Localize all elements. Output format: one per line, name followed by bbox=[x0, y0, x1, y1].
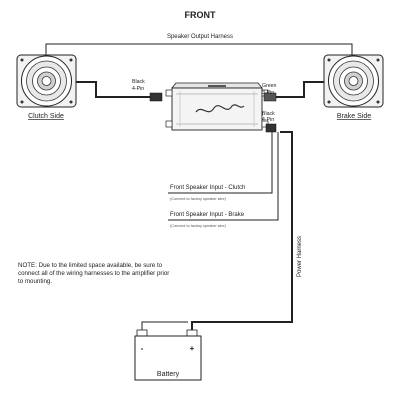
right-connector-color: Black bbox=[262, 111, 275, 117]
clutch-speaker-harness bbox=[76, 81, 150, 98]
left-connector-pins: 4-Pin bbox=[132, 86, 144, 92]
black-4pin-right-connector bbox=[265, 123, 277, 133]
ground-wire bbox=[141, 321, 188, 334]
note-line-3: to mounting. bbox=[18, 278, 52, 285]
front-speaker-input-clutch-label: Front Speaker Input - Clutch bbox=[170, 185, 245, 191]
note-line-1: NOTE: Due to the limited space available… bbox=[18, 262, 163, 269]
clutch-side-speaker bbox=[16, 54, 77, 108]
note-line-2: connect all of the wiring harnesses to t… bbox=[18, 270, 169, 277]
diagram-title: FRONT bbox=[185, 10, 216, 20]
brake-speaker-harness bbox=[276, 81, 324, 98]
green-3pin-connector bbox=[263, 92, 277, 102]
brake-side-label: Brake Side bbox=[337, 113, 371, 120]
black-4pin-left-connector bbox=[149, 92, 163, 102]
speaker-output-harness-wire bbox=[45, 43, 353, 56]
battery-negative: - bbox=[141, 344, 144, 353]
front-speaker-input-brake-sub: (Connect to factory speaker wire) bbox=[170, 224, 227, 228]
front-speaker-input-brake-label: Front Speaker Input - Brake bbox=[170, 212, 245, 218]
clutch-side-label: Clutch Side bbox=[28, 113, 64, 120]
front-speaker-input-clutch-sub: (Connect to factory speaker wire) bbox=[170, 197, 227, 201]
right-connector-pins: 4-Pin bbox=[262, 117, 274, 123]
front-speaker-input-brake-wire bbox=[168, 132, 279, 221]
speaker-output-harness-label: Speaker Output Harness bbox=[167, 34, 233, 40]
green-connector-pins: 3-Pin bbox=[262, 90, 274, 96]
front-speaker-input-clutch-wire bbox=[168, 132, 273, 194]
battery-positive: + bbox=[190, 344, 195, 353]
power-harness-label: Power Harness bbox=[297, 236, 303, 277]
green-connector-color: Green bbox=[262, 83, 277, 89]
battery-label: Battery bbox=[157, 371, 180, 378]
brake-side-speaker bbox=[323, 54, 384, 108]
battery bbox=[134, 329, 202, 381]
left-connector-color: Black bbox=[132, 79, 145, 85]
amplifier bbox=[165, 82, 269, 131]
power-harness-wire bbox=[191, 131, 293, 334]
